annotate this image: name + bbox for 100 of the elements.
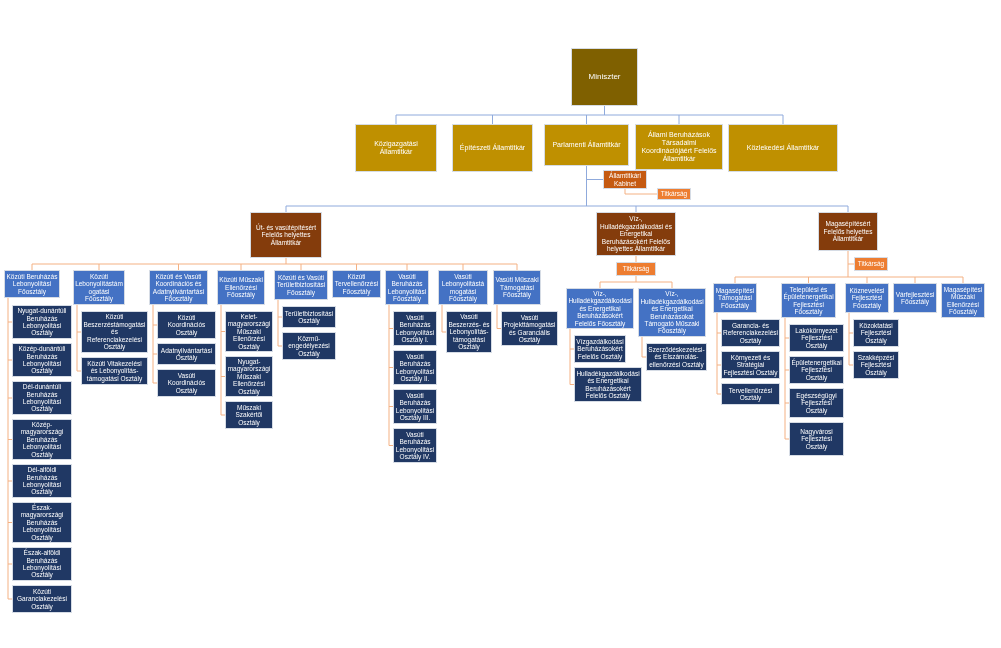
connector-line [848, 312, 850, 366]
connector-line [496, 304, 502, 329]
org-unit-box [157, 369, 216, 397]
connector-line [388, 367, 394, 368]
org-unit-box [12, 381, 72, 415]
connector-line [848, 364, 854, 366]
connector-line [516, 263, 518, 271]
connector-line [784, 438, 790, 440]
org-unit-box [250, 212, 322, 258]
org-unit-box [493, 270, 541, 305]
org-unit-box [728, 124, 838, 172]
connector-line [847, 263, 855, 265]
connector-line [220, 414, 226, 416]
connector-line [7, 480, 13, 482]
connector-line [848, 332, 854, 334]
connector-line [7, 522, 13, 523]
connector-line [31, 257, 518, 265]
org-unit-box [12, 547, 72, 581]
connector-line [220, 304, 222, 416]
connector-line [734, 250, 964, 278]
connector-line [716, 393, 722, 395]
connector-line [388, 328, 394, 329]
connector-line [462, 263, 464, 271]
connector-line [277, 299, 279, 347]
org-unit-box [635, 124, 723, 170]
connector-line [671, 281, 673, 289]
connector-line [784, 402, 790, 404]
org-unit-box [789, 388, 844, 418]
org-unit-box [893, 283, 937, 313]
org-unit-box [12, 464, 72, 498]
connector-line [76, 331, 82, 333]
connector-line [782, 114, 784, 125]
connector-line [76, 304, 78, 372]
connector-line [678, 114, 680, 125]
connector-line [277, 316, 283, 318]
org-unit-box [452, 124, 533, 172]
connector-line [178, 263, 179, 271]
org-unit-box [818, 212, 878, 251]
unit-name: Miniszter [588, 72, 621, 82]
connector-line [356, 263, 357, 271]
org-unit-box [721, 383, 780, 405]
connector-line [569, 348, 575, 350]
connector-line [240, 263, 242, 271]
connector-line [962, 276, 964, 284]
org-unit-box [225, 401, 273, 429]
connector-line [635, 255, 637, 263]
org-unit-box [603, 170, 647, 189]
org-unit-box [616, 262, 656, 276]
connector-line [569, 328, 571, 385]
connector-line [220, 331, 226, 332]
connector-line [277, 345, 283, 347]
connector-line [388, 445, 394, 446]
connector-line [586, 179, 604, 180]
connector-line [31, 263, 33, 271]
connector-line [7, 397, 13, 399]
org-unit-box [853, 319, 899, 347]
connector-line [716, 312, 718, 395]
connector-line [388, 406, 394, 407]
org-unit-box [571, 48, 638, 106]
connector-line [784, 337, 790, 339]
org-unit-box [789, 324, 844, 352]
connector-line [7, 439, 13, 440]
connector-line [285, 165, 849, 207]
connector-line [866, 276, 868, 284]
connector-line [152, 353, 158, 355]
connector-line [641, 336, 647, 358]
connector-line [406, 263, 408, 271]
connector-line [599, 275, 673, 283]
connector-line [7, 321, 13, 323]
connector-line [152, 324, 158, 326]
connector-line [7, 563, 13, 565]
connector-line [492, 114, 493, 125]
connector-line [441, 304, 447, 333]
org-unit-box [12, 419, 72, 460]
connector-line [914, 276, 916, 284]
connector-line [7, 598, 13, 600]
connector-line [395, 114, 397, 125]
connector-line [285, 205, 287, 213]
connector-line [716, 364, 722, 366]
org-unit-box [355, 124, 437, 172]
org-unit-box [217, 270, 265, 305]
connector-line [220, 376, 226, 377]
org-unit-box [544, 124, 629, 166]
connector-line [98, 263, 100, 271]
connector-line [784, 317, 786, 440]
connector-line [716, 332, 722, 334]
connector-line [7, 359, 13, 361]
connector-line [586, 114, 587, 125]
connector-line [395, 105, 784, 116]
org-unit-box [789, 422, 844, 456]
connector-line [569, 384, 575, 385]
connector-line [784, 369, 790, 371]
connector-line [734, 276, 736, 284]
org-unit-box [157, 311, 216, 339]
connector-line [152, 382, 158, 384]
connector-line [635, 205, 637, 213]
connector-line [76, 370, 82, 372]
connector-line [388, 304, 390, 446]
connector-line [624, 188, 658, 195]
connector-line [599, 281, 601, 289]
